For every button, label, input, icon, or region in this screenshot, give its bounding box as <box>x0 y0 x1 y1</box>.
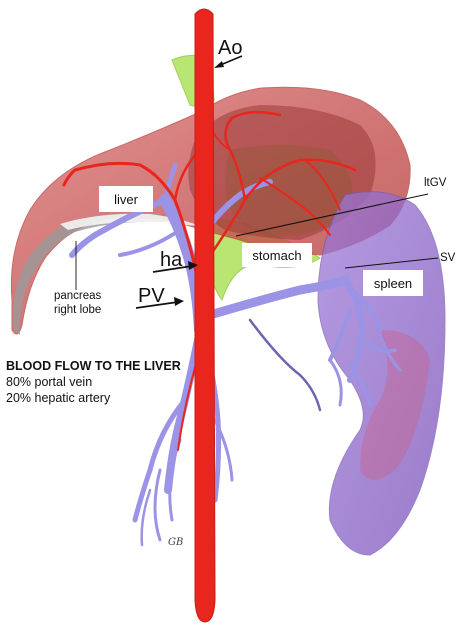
aorta <box>194 8 216 623</box>
liver-left-lobe <box>188 105 376 240</box>
caption-line1: 80% portal vein <box>6 375 92 389</box>
liver-label-box <box>99 186 153 212</box>
aorta-arrowhead <box>214 61 224 68</box>
ha-label: ha <box>160 249 183 271</box>
spleen-label: spleen <box>374 276 412 291</box>
ltgv-leader <box>235 193 429 237</box>
caption-title: BLOOD FLOW TO THE LIVER <box>6 359 181 373</box>
pv-arrow <box>135 301 179 309</box>
stomach-label-box <box>242 243 312 267</box>
sv-leader <box>344 257 439 269</box>
artist-signature: GB <box>168 537 183 548</box>
spleen-inner <box>360 330 430 480</box>
ha-arrow <box>152 265 193 273</box>
pancreas-label-line1: pancreas <box>54 290 102 302</box>
ltgv-label: ltGV <box>424 177 447 189</box>
sv-label: SV <box>440 252 456 264</box>
stomach-label: stomach <box>252 248 301 263</box>
hepatic-artery-group <box>62 110 357 451</box>
pv-label: PV <box>138 285 165 307</box>
splenic-vein-group <box>69 162 402 547</box>
pancreas-label-line2: right lobe <box>54 304 101 316</box>
pv-arrowhead <box>174 297 184 306</box>
caption-line2: 20% hepatic artery <box>6 391 111 405</box>
aorta-label: Ao <box>218 37 242 59</box>
liver-highlight <box>60 213 200 230</box>
ha-arrowhead <box>188 261 198 270</box>
liver-label: liver <box>114 192 139 207</box>
liver-overlap <box>225 145 353 237</box>
liver-rim <box>13 213 165 335</box>
spleen-label-box <box>363 270 423 296</box>
